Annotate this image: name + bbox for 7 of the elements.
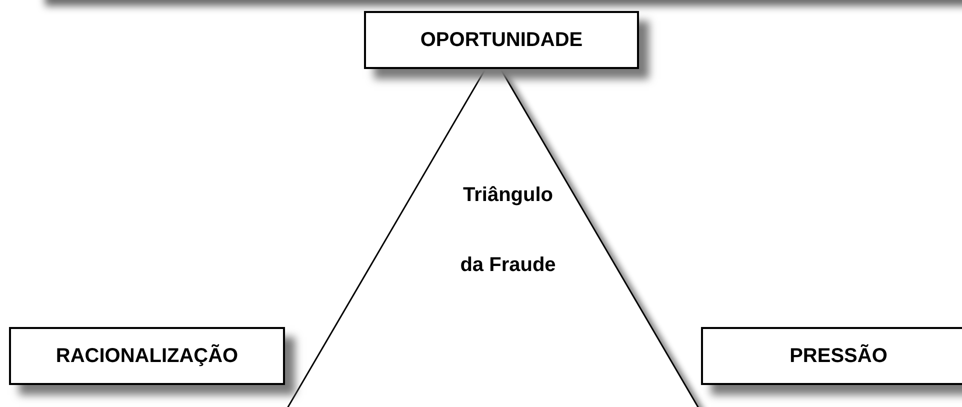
box-label: OPORTUNIDADE <box>420 28 583 52</box>
box-label: RACIONALIZAÇÃO <box>56 344 238 368</box>
label-box <box>9 327 285 385</box>
triangle-title: Triângulo da Fraude <box>459 183 557 278</box>
label-box <box>701 327 962 385</box>
label-box <box>364 11 639 69</box>
box-label: PRESSÃO <box>790 344 888 368</box>
